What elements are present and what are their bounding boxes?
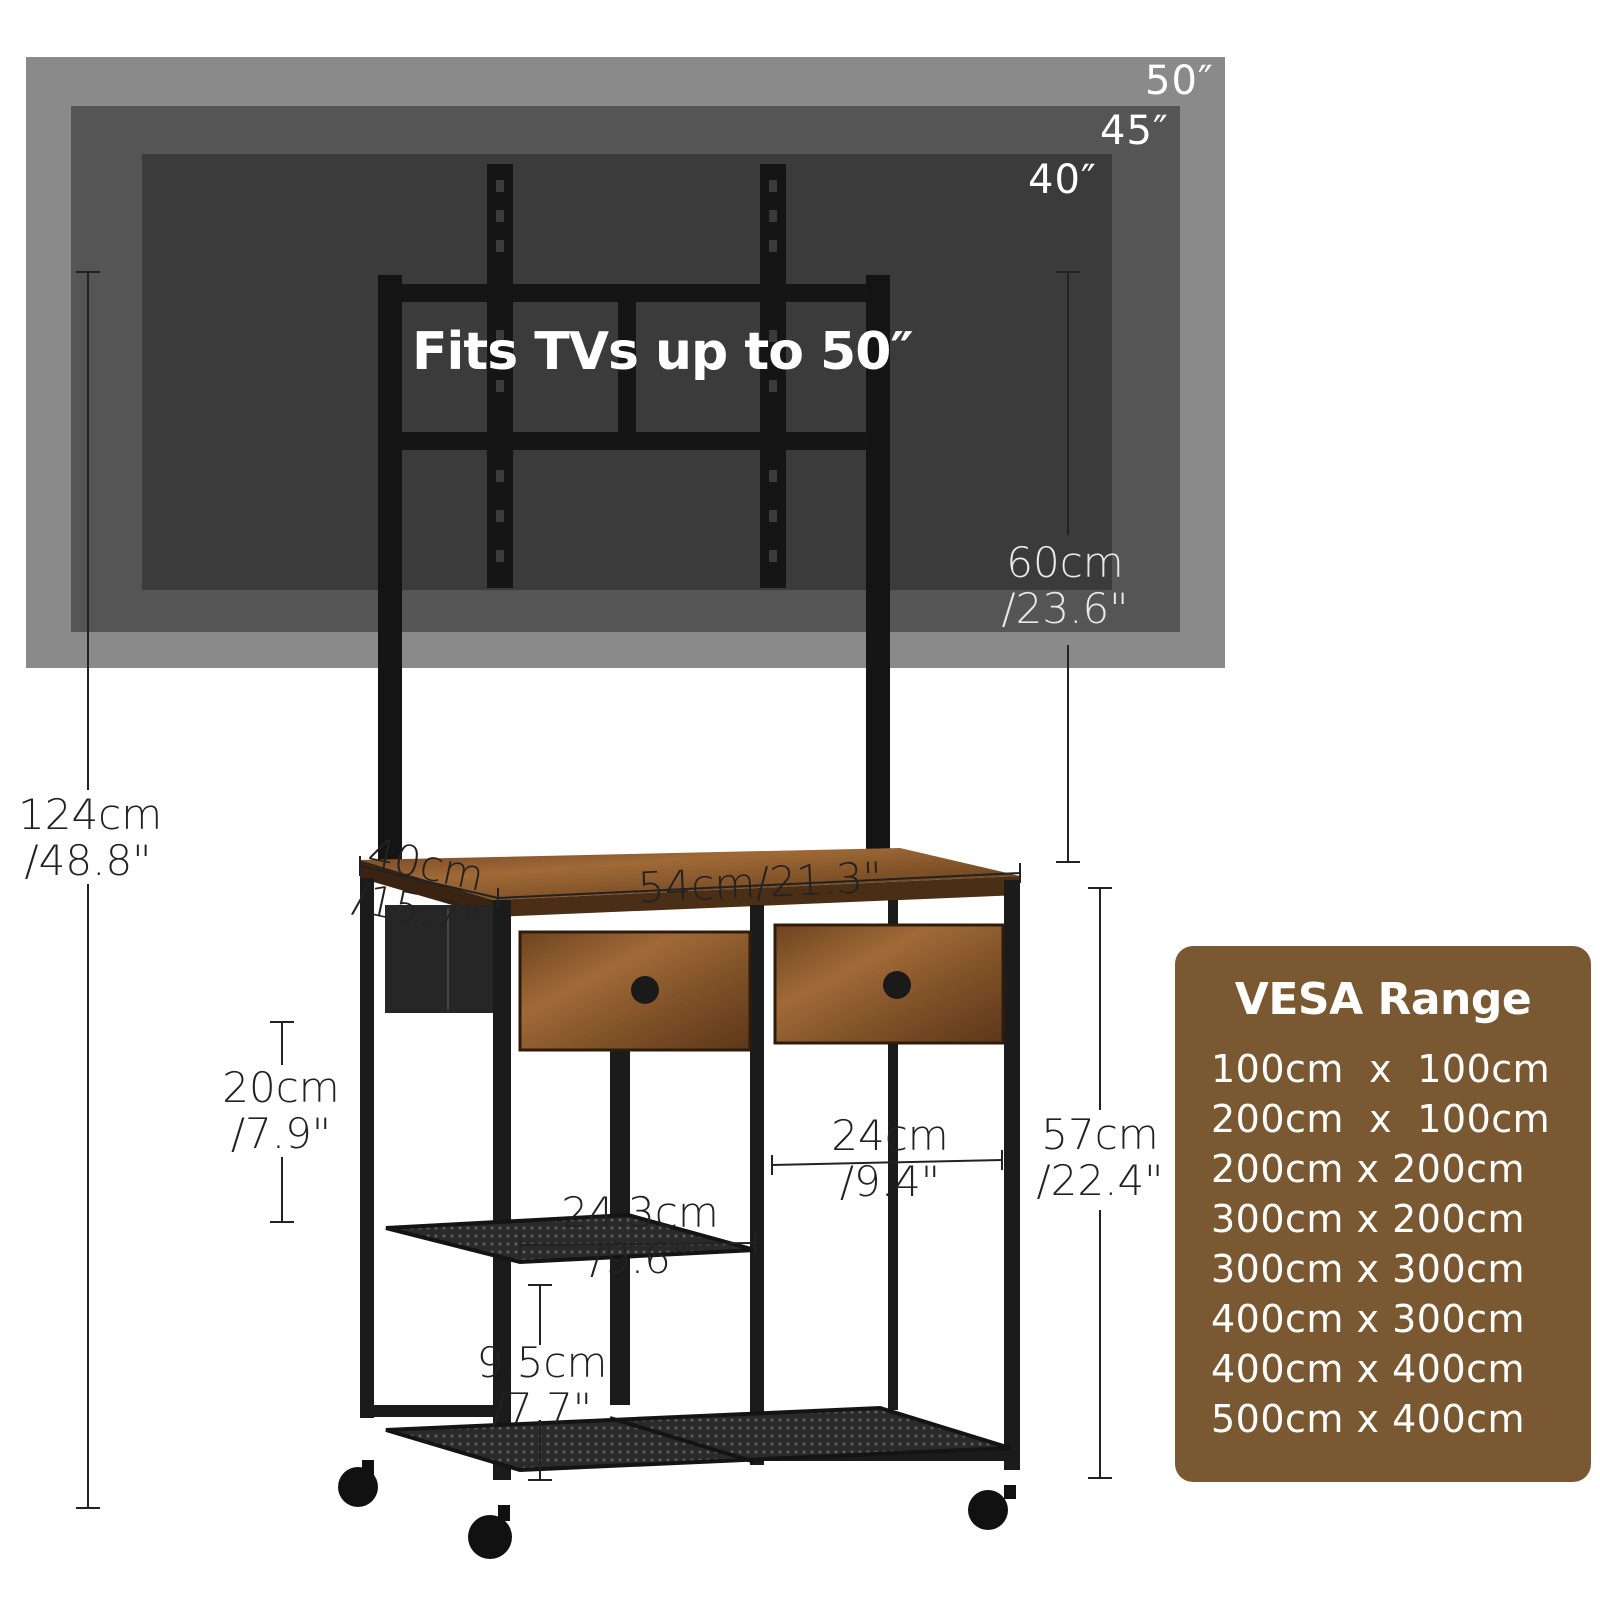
tabletop bbox=[360, 848, 1020, 900]
vesa-range-list: 100cm x 100cm 200cm x 100cm 200cm x 200c… bbox=[1211, 1044, 1571, 1444]
tv-size-50-label: 50″ bbox=[1145, 58, 1214, 104]
vesa-range-row: 400cm x 300cm bbox=[1211, 1297, 1526, 1341]
dimension-tv-mount-height-cm: 60cm bbox=[1006, 538, 1124, 587]
dimension-right-opening-cm: 24cm bbox=[831, 1111, 949, 1160]
vesa-range-row: 300cm x 200cm bbox=[1211, 1197, 1526, 1241]
dimension-right-opening-in: /9.4" bbox=[839, 1157, 941, 1206]
dimension-left-shelf-cm: 24.3cm bbox=[561, 1188, 719, 1237]
drawer-right-knob-icon bbox=[883, 971, 911, 999]
dimension-lines bbox=[76, 271, 1112, 1509]
dimension-cabinet-height: 57cm /22.4" bbox=[1035, 1112, 1165, 1204]
fabric-side-panel bbox=[385, 905, 493, 1013]
dimension-tv-mount-height: 60cm /23.6" bbox=[995, 540, 1135, 632]
headline-fits-tvs: Fits TVs up to 50″ bbox=[412, 322, 914, 382]
vesa-range-row: 400cm x 400cm bbox=[1211, 1347, 1526, 1391]
vesa-range-row: 300cm x 300cm bbox=[1211, 1247, 1526, 1291]
drawer-left-knob-icon bbox=[631, 976, 659, 1004]
dimension-right-opening: 24cm /9.4" bbox=[820, 1113, 960, 1205]
dimension-lower-shelf-gap-in: /7.7" bbox=[491, 1384, 593, 1433]
bottom-mesh-shelf bbox=[385, 1405, 1011, 1473]
dimension-left-shelf: 24.3cm /9.6" bbox=[555, 1190, 725, 1282]
dimension-lower-shelf-gap-cm: 9.5cm bbox=[476, 1338, 608, 1387]
vesa-range-row: 100cm x 100cm bbox=[1211, 1047, 1551, 1091]
dimension-lower-shelf-gap: 9.5cm /7.7" bbox=[472, 1340, 612, 1432]
dimension-left-shelf-in: /9.6" bbox=[589, 1234, 691, 1283]
dimension-upper-shelf-gap-cm: 20cm bbox=[222, 1063, 340, 1112]
tv-stand-uprights bbox=[378, 275, 890, 865]
dimension-upper-shelf-gap: 20cm /7.9" bbox=[216, 1065, 346, 1157]
dimension-total-height: 124cm /48.8" bbox=[18, 790, 163, 885]
dimension-cabinet-height-cm: 57cm bbox=[1041, 1110, 1159, 1159]
dimension-total-height-in: /48.8" bbox=[24, 836, 152, 885]
vesa-range-row: 500cm x 400cm bbox=[1211, 1397, 1526, 1441]
vesa-range-title: VESA Range bbox=[1234, 974, 1532, 1025]
dimension-tv-mount-height-in: /23.6" bbox=[1001, 584, 1129, 633]
tv-size-40-label: 40″ bbox=[1028, 157, 1097, 203]
vesa-range-row: 200cm x 100cm bbox=[1211, 1097, 1551, 1141]
dimension-total-height-cm: 124cm bbox=[18, 790, 163, 839]
caster-wheels bbox=[338, 1460, 1016, 1559]
dimension-cabinet-height-in: /22.4" bbox=[1036, 1156, 1164, 1205]
dimension-width: 54cm/21.3" bbox=[636, 852, 884, 913]
tv-size-45-label: 45″ bbox=[1100, 108, 1169, 154]
vesa-range-panel: VESA Range 100cm x 100cm 200cm x 100cm 2… bbox=[1175, 946, 1591, 1482]
dimension-upper-shelf-gap-in: /7.9" bbox=[230, 1109, 332, 1158]
vesa-range-row: 200cm x 200cm bbox=[1211, 1147, 1526, 1191]
